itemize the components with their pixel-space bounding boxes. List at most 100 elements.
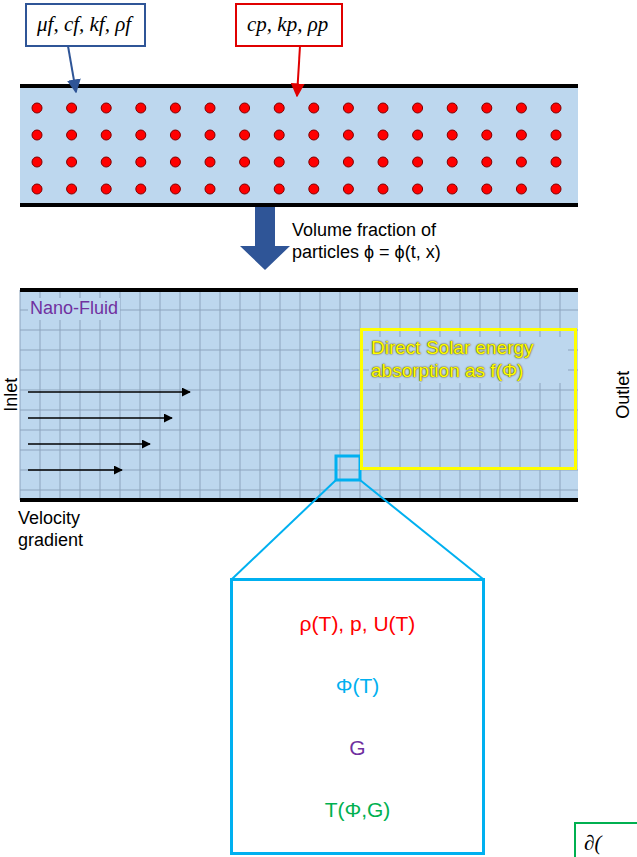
- particle-dot: [240, 157, 250, 167]
- particle-dot: [136, 103, 146, 113]
- particle-dot: [378, 184, 388, 194]
- grid-line: [20, 410, 578, 411]
- particle-dot: [447, 103, 457, 113]
- velocity-arrow: [28, 443, 150, 445]
- particle-dot: [274, 184, 284, 194]
- particle-dot: [32, 103, 42, 113]
- grid-line: [60, 290, 61, 500]
- particle-dot: [516, 103, 526, 113]
- particle-dot: [240, 184, 250, 194]
- particle-dot: [482, 130, 492, 140]
- particle-dot: [516, 157, 526, 167]
- particle-dot: [205, 184, 215, 194]
- grid-line: [20, 390, 578, 391]
- grid-line: [80, 290, 81, 500]
- grid-line: [100, 290, 101, 500]
- node-text: T(Φ,G): [325, 797, 391, 822]
- particle-dot: [170, 103, 180, 113]
- annotation: Velocity gradient: [18, 508, 113, 551]
- grid-line: [40, 290, 41, 500]
- node-text: Direct Solar energy absorption as f(Φ): [369, 337, 568, 383]
- particle-dot: [309, 157, 319, 167]
- particle-dot: [136, 184, 146, 194]
- zoom-line: [360, 480, 483, 579]
- equation-box: ∂(: [574, 822, 637, 857]
- particle-dot: [482, 184, 492, 194]
- particle-dot: [67, 103, 77, 113]
- grid-line: [340, 290, 341, 500]
- particle-dot: [343, 130, 353, 140]
- particle-dot: [101, 130, 111, 140]
- particle-dot: [343, 103, 353, 113]
- velocity-profile: [28, 392, 190, 470]
- channel-wall: [20, 84, 578, 88]
- outlet-label: Outlet: [613, 371, 635, 419]
- particle-dot: [136, 130, 146, 140]
- particle-dot: [67, 130, 77, 140]
- grid-line: [20, 450, 578, 451]
- particle-dot: [551, 157, 561, 167]
- particle-dot: [274, 157, 284, 167]
- grid-line: [220, 290, 221, 500]
- node-text: Φ(T): [336, 673, 380, 698]
- grid-line: [180, 290, 181, 500]
- particle-dot: [413, 184, 423, 194]
- property-box: μf, cf, kf, ρf: [25, 3, 146, 47]
- particle-dot: [101, 157, 111, 167]
- particle-dot: [170, 184, 180, 194]
- particle-dot: [32, 157, 42, 167]
- particle-dot: [309, 184, 319, 194]
- particle-dot: [170, 130, 180, 140]
- leader-arrow: [297, 46, 300, 96]
- leader-arrow: [68, 46, 76, 92]
- grid-line: [200, 290, 201, 500]
- particle-dot: [309, 103, 319, 113]
- velocity-arrow: [28, 469, 122, 471]
- zoom-line: [232, 480, 336, 579]
- particle-dot: [516, 184, 526, 194]
- particle-dot: [67, 157, 77, 167]
- grid-line: [280, 290, 281, 500]
- particle-dot: [378, 103, 388, 113]
- channel-region: Nano-FluidDirect Solar energy absorption…: [20, 290, 578, 500]
- particle-dot: [413, 103, 423, 113]
- particle-dot: [136, 157, 146, 167]
- particle-dot: [482, 103, 492, 113]
- particle-dot: [343, 184, 353, 194]
- node-text: ρ(T), p, U(T): [300, 611, 416, 636]
- velocity-arrow: [28, 391, 190, 393]
- grid-line: [20, 290, 578, 291]
- particle-dot: [343, 157, 353, 167]
- grid-line: [120, 290, 121, 500]
- particle-dot: [67, 184, 77, 194]
- inlet-label: Inlet: [1, 378, 23, 412]
- particle-dot: [101, 103, 111, 113]
- node-text: G: [349, 735, 365, 760]
- particle-dot: [551, 103, 561, 113]
- particle-dot: [447, 130, 457, 140]
- detail-box: ρ(T), p, U(T) Φ(T) G T(Φ,G): [230, 578, 485, 855]
- grid-line: [320, 290, 321, 500]
- particle-dot: [378, 130, 388, 140]
- particle-dot: [205, 103, 215, 113]
- particle-dot: [447, 157, 457, 167]
- grid-line: [20, 430, 578, 431]
- particle-dot: [516, 130, 526, 140]
- channel-wall: [20, 288, 578, 292]
- particle-dot: [413, 130, 423, 140]
- node-text: μf, cf, kf, ρf: [37, 12, 134, 37]
- particle-dot: [274, 130, 284, 140]
- grid-line: [300, 290, 301, 500]
- transition-arrow: [240, 207, 290, 270]
- node-text: cp, kp, ρp: [247, 12, 331, 37]
- particle-dot: [551, 184, 561, 194]
- particle-dot: [240, 130, 250, 140]
- grid-line: [140, 290, 141, 500]
- particle-dot: [482, 157, 492, 167]
- nanofluid-channel: [20, 290, 578, 500]
- particle-dot: [309, 130, 319, 140]
- grid-line: [160, 290, 161, 500]
- node-text: ∂(: [584, 831, 637, 856]
- velocity-arrow: [28, 417, 172, 419]
